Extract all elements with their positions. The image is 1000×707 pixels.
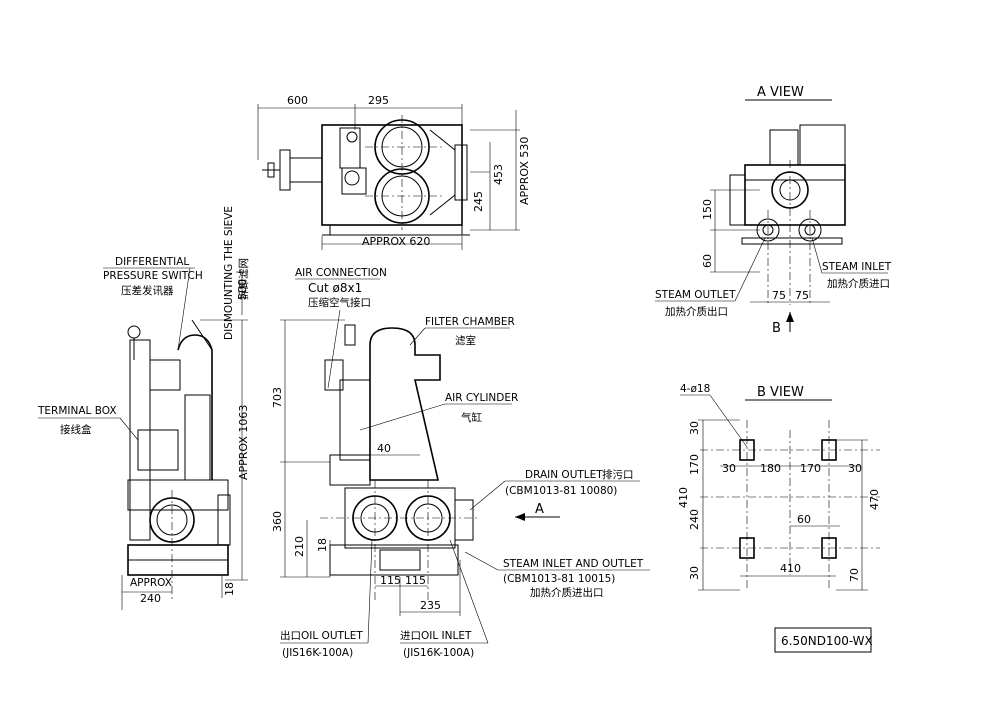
b-dim-180: 180 [760, 462, 781, 475]
b-dim-410-a: 410 [677, 487, 690, 508]
dim-295: 295 [368, 94, 389, 107]
front-view: AIR CONNECTION Cut ø8x1 压缩空气接口 FILTER CH… [271, 267, 650, 659]
steam-io-std: (CBM1013-81 10015) [503, 573, 615, 585]
dim-245: 245 [472, 191, 485, 212]
dim-500: 500 [236, 279, 249, 300]
b-view-title: B VIEW [757, 385, 804, 400]
b-view: B VIEW 4-ø18 30 170 410 240 30 30 180 17… [677, 383, 881, 591]
steam-outlet-label-cn: 加热介质出口 [665, 305, 728, 318]
steam-io-label: STEAM INLET AND OUTLET [503, 558, 644, 570]
steam-inlet-label-cn: 加热介质进口 [827, 277, 890, 290]
oil-outlet-label: 出口OIL OUTLET [280, 629, 363, 642]
drain-outlet-label-cn: 排污口 [602, 468, 634, 481]
model-box: 6.50ND100-WX [774, 627, 873, 653]
dim-approx-1063: APPROX 1063 [237, 405, 250, 480]
filter-chamber-label: FILTER CHAMBER [425, 316, 515, 328]
dismounting-label: DISMOUNTING THE SIEVE [223, 206, 235, 340]
dim-approx-620: APPROX 620 [362, 235, 430, 248]
differential-label-1: DIFFERENTIAL [115, 256, 189, 268]
terminal-box-label: TERMINAL BOX [37, 405, 117, 417]
dim-115-a: 115 [380, 574, 401, 587]
steam-inlet-label: STEAM INLET [822, 261, 892, 273]
dim-235: 235 [420, 599, 441, 612]
dim-240: 240 [140, 592, 161, 605]
b-dim-240: 240 [688, 509, 701, 530]
arrow-b-label: B [772, 321, 781, 336]
dim-703: 703 [271, 387, 284, 408]
b-dim-70: 70 [848, 568, 861, 582]
holes-label: 4-ø18 [680, 383, 710, 395]
a-dim-75-b: 75 [795, 289, 809, 302]
air-connection-label: AIR CONNECTION [295, 267, 387, 279]
drain-outlet-label: DRAIN OUTLET [525, 469, 603, 481]
top-view: 600 295 APPROX 530 453 245 [257, 94, 531, 250]
dim-115-b: 115 [405, 574, 426, 587]
model-number: 6.50ND100-WX [781, 634, 873, 648]
b-dim-410-b: 410 [780, 562, 801, 575]
a-view-title: A VIEW [757, 85, 804, 100]
arrow-a-label: A [535, 502, 544, 517]
a-dim-150: 150 [701, 199, 714, 220]
b-dim-470: 470 [868, 489, 881, 510]
air-cylinder-label-cn: 气缸 [461, 411, 482, 424]
b-dim-30-a: 30 [688, 421, 701, 435]
differential-label-2: PRESSURE SWITCH [103, 270, 203, 282]
dim-210: 210 [293, 536, 306, 557]
dim-600: 600 [287, 94, 308, 107]
b-dim-60: 60 [797, 513, 811, 526]
b-dim-170-a: 170 [688, 454, 701, 475]
differential-label-3: 压差发讯器 [121, 284, 174, 297]
drain-std-label: (CBM1013-81 10080) [505, 485, 617, 497]
steam-outlet-label: STEAM OUTLET [655, 289, 736, 301]
dim-360: 360 [271, 511, 284, 532]
dim-453: 453 [492, 164, 505, 185]
a-dim-75-a: 75 [772, 289, 786, 302]
oil-inlet-std: (JIS16K-100A) [403, 647, 474, 659]
a-view: A VIEW 150 60 75 75 STEAM OUTLET 加热介质出口 … [655, 85, 892, 336]
cut-label-cn: 压缩空气接口 [308, 296, 371, 309]
b-dim-30-c: 30 [848, 462, 862, 475]
front-dim-18: 18 [316, 538, 329, 552]
cut-label: Cut ø8x1 [308, 281, 362, 295]
steam-io-label-cn: 加热介质进出口 [530, 586, 604, 599]
side-view: DIFFERENTIAL PRESSURE SWITCH 压差发讯器 TERMI… [37, 206, 250, 610]
oil-outlet-std: (JIS16K-100A) [282, 647, 353, 659]
dismounting-label-cn: 拆卸滤网 [237, 258, 250, 300]
b-dim-30-b: 30 [722, 462, 736, 475]
b-dim-170-b: 170 [800, 462, 821, 475]
dim-approx-530: APPROX 530 [518, 137, 531, 205]
filter-chamber-label-cn: 滤室 [455, 334, 476, 347]
air-cylinder-label: AIR CYLINDER [445, 392, 518, 404]
oil-inlet-label: 进口OIL INLET [400, 630, 472, 642]
a-dim-60: 60 [701, 254, 714, 268]
side-approx-label: APPROX [130, 577, 172, 589]
side-dim-18: 18 [223, 582, 236, 596]
b-dim-30-d: 30 [688, 566, 701, 580]
dim-40: 40 [377, 442, 391, 455]
terminal-box-label-cn: 接线盒 [60, 423, 92, 436]
